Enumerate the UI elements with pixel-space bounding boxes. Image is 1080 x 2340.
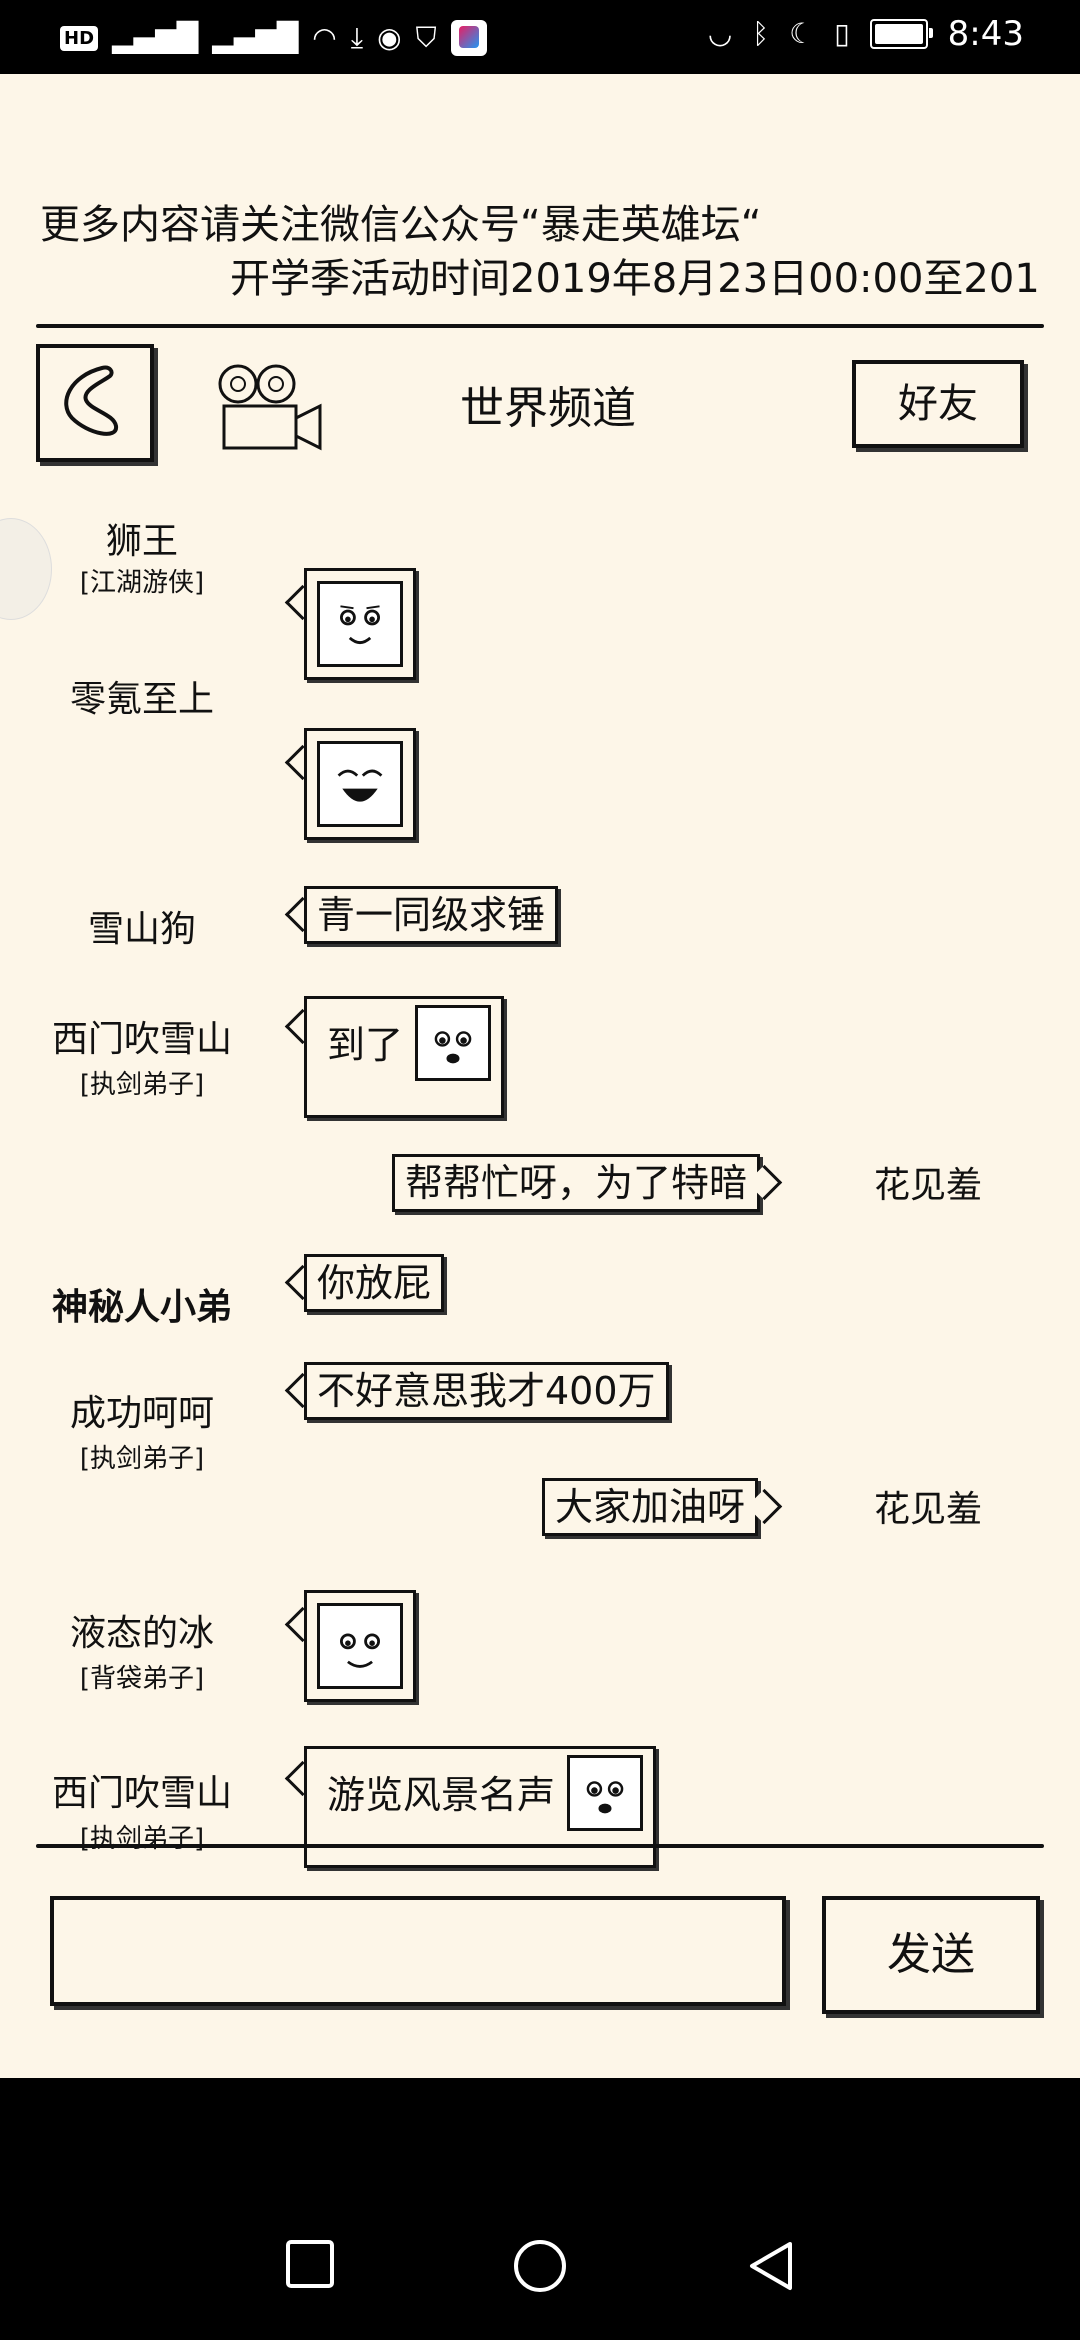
- message-text: 游览风景名声: [327, 1773, 556, 1817]
- headphones-icon: ◡: [707, 17, 733, 50]
- message-sender[interactable]: 成功呵呵: [69, 1393, 214, 1434]
- divider-top: [36, 324, 1044, 328]
- battery-icon: [869, 19, 933, 49]
- signal-icon: ▂▄▆█: [212, 21, 299, 54]
- camera-icon[interactable]: [212, 362, 332, 458]
- friends-button[interactable]: 好友: [852, 360, 1024, 448]
- send-button[interactable]: 发送: [822, 1896, 1040, 2014]
- grin-face-icon: [317, 1603, 403, 1689]
- channel-title: 世界频道: [460, 383, 636, 434]
- back-button[interactable]: [36, 344, 154, 462]
- message-bubble[interactable]: 你放屁: [304, 1254, 445, 1312]
- message-sender[interactable]: 西门吹雪山: [51, 1773, 232, 1814]
- message-bubble-self[interactable]: 帮帮忙呀，为了特暗: [392, 1154, 761, 1212]
- message-text: 到了: [327, 1023, 404, 1067]
- bluetooth-icon: ᛒ: [752, 17, 770, 50]
- message-bubble[interactable]: 游览风景名声: [304, 1746, 657, 1868]
- moon-icon: ☾: [789, 17, 815, 50]
- status-time: 8:43: [947, 14, 1024, 54]
- download-icon: ⤓: [350, 21, 364, 54]
- message-sender[interactable]: 神秘人小弟: [51, 1287, 232, 1328]
- message-sender[interactable]: 雪山狗: [87, 909, 196, 950]
- message-bubble[interactable]: [304, 568, 416, 680]
- smile-face-icon: [317, 581, 403, 667]
- message-sender[interactable]: 花见羞: [874, 1489, 983, 1530]
- message-bubble-self[interactable]: 大家加油呀: [542, 1478, 759, 1536]
- message-rank: [江湖游侠]: [79, 568, 205, 598]
- signal-icon: ▂▄▆█: [112, 21, 199, 54]
- message-bubble[interactable]: 到了: [304, 996, 505, 1118]
- chat-input[interactable]: [50, 1896, 786, 2006]
- notice-line-2: 开学季活动时间2019年8月23日00:00至201: [230, 256, 1040, 302]
- surprised-face-icon: [415, 1005, 492, 1081]
- app-icon: [450, 20, 487, 56]
- message-rank: [执剑弟子]: [79, 1070, 205, 1100]
- message-sender[interactable]: 零氪至上: [69, 679, 214, 720]
- message-sender[interactable]: 液态的冰: [69, 1613, 214, 1654]
- back-arrow-icon: [64, 365, 118, 436]
- status-bar: HD ▂▄▆█ ▂▄▆█ ◠ ⤓ ◉ ⛉ ◡ ᛒ ☾ ▯ 8:43: [0, 0, 1080, 74]
- divider-bottom: [36, 1844, 1044, 1848]
- message-rank: [执剑弟子]: [79, 1824, 205, 1854]
- wifi-icon: ◠: [312, 21, 337, 54]
- laugh-face-icon: [317, 741, 403, 827]
- message-sender[interactable]: 西门吹雪山: [51, 1019, 232, 1060]
- message-bubble[interactable]: 不好意思我才400万: [304, 1362, 669, 1420]
- home-icon[interactable]: [512, 2238, 568, 2294]
- game-screen: 更多内容请关注微信公众号“暴走英雄坛“ 开学季活动时间2019年8月23日00:…: [0, 74, 1080, 2078]
- app-notification-icon: ◉: [377, 21, 402, 54]
- message-rank: [背袋弟子]: [79, 1664, 205, 1694]
- surprised-face-icon: [567, 1755, 644, 1831]
- message-sender[interactable]: 花见羞: [874, 1165, 983, 1206]
- message-rank: [执剑弟子]: [79, 1444, 205, 1474]
- message-bubble[interactable]: [304, 1590, 416, 1702]
- hd-badge: HD: [60, 25, 99, 51]
- vibrate-icon: ▯: [834, 17, 850, 50]
- navigation-bar: [0, 2078, 1080, 2340]
- message-bubble[interactable]: [304, 728, 416, 840]
- shield-icon: ⛉: [415, 21, 437, 54]
- notice-line-1: 更多内容请关注微信公众号“暴走英雄坛“: [40, 202, 762, 248]
- message-bubble[interactable]: 青一同级求锤: [304, 886, 559, 944]
- recents-icon[interactable]: [284, 2238, 336, 2290]
- back-icon[interactable]: [744, 2238, 796, 2294]
- message-sender[interactable]: 狮王: [105, 521, 178, 562]
